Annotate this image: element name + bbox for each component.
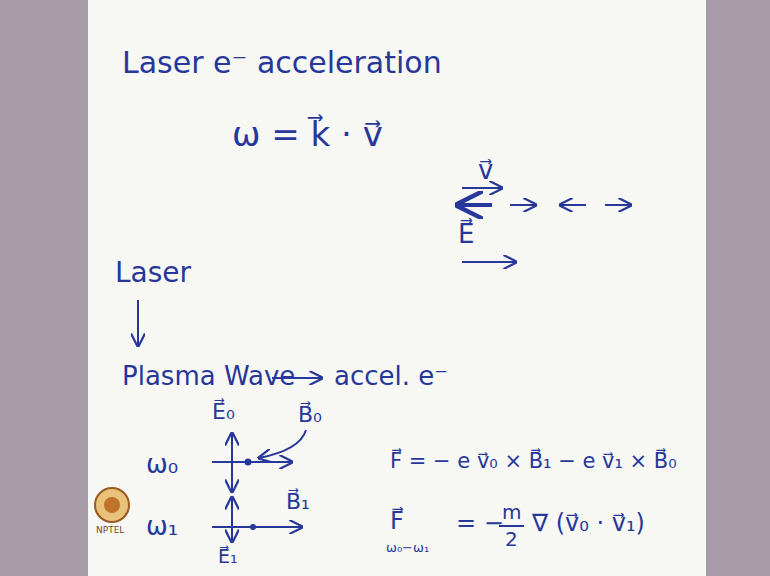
right-arrow [605,204,631,206]
equation-part: = − [456,510,504,536]
k-arrow [212,461,292,463]
vector-symbol: v⃗ [478,156,493,185]
velocity-arrow [462,187,502,189]
title: Laser e⁻ acceleration [122,46,442,79]
subscript: ω₀−ω₁ [386,541,429,555]
force-equation: F⃗ = − e v⃗₀ × B⃗₁ − e v⃗₁ × B⃗₀ [390,450,677,473]
right-arrow [510,204,536,206]
field-arrow [462,261,516,263]
force-symbol: F⃗ [390,508,404,534]
b-leader [259,430,306,458]
bold-left-arrow [458,203,492,207]
vector-symbol: E⃗₀ [212,400,235,424]
numerator: m [502,501,521,523]
logo-text: NPTEL [96,526,124,536]
equation-part: ∇ (v⃗₀ · v⃗₁) [532,510,645,536]
note-text: accel. e⁻ [334,362,448,391]
frequency-symbol: ω₁ [146,512,178,541]
denominator: 2 [505,528,518,550]
paper [88,0,706,576]
vector-symbol: E⃗ [458,220,474,249]
down-arrow [137,300,139,346]
note-text: Plasma Wave [122,362,295,391]
left-arrow [560,204,586,206]
nptel-logo [95,488,129,522]
vector-symbol: E⃗₁ [218,546,238,567]
dot [245,459,252,466]
frequency-symbol: ω₀ [146,450,178,479]
k-arrow [212,526,302,528]
dot [250,524,256,530]
vector-symbol: B⃗₁ [286,490,310,514]
note-text: Laser [115,258,191,289]
dispersion-relation: ω = k⃗ · v⃗ [232,116,383,153]
e-field-arrow [231,497,233,542]
vector-symbol: B⃗₀ [298,403,322,427]
